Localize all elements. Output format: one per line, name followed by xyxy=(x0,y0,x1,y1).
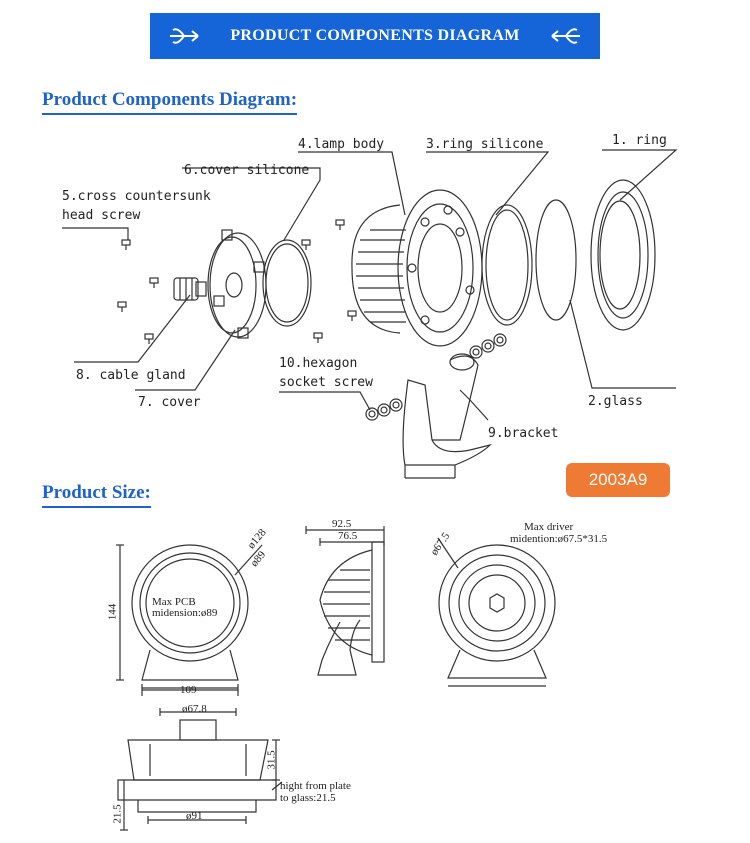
cover-silicone xyxy=(262,239,312,327)
components-section-title: Product Components Diagram: xyxy=(42,89,298,115)
header-banner: PRODUCT COMPONENTS DIAGRAM xyxy=(150,13,600,59)
ornament-right-icon xyxy=(551,28,580,44)
dim-side-depth-total: 92.5 xyxy=(332,518,352,530)
dim-back-d-hole: ø67.5 xyxy=(428,530,453,558)
lamp-body xyxy=(351,189,483,347)
dim-front-pcb-2: midension:ø89 xyxy=(152,607,218,619)
dim-back-driver-1: Max driver xyxy=(524,521,574,533)
label-glass: 2.glass xyxy=(588,394,643,409)
cross-screws xyxy=(117,219,357,344)
side-view xyxy=(305,526,385,676)
cable-gland xyxy=(173,277,207,301)
label-lamp-body: 4.lamp body xyxy=(298,137,385,152)
dim-front-height: 144 xyxy=(106,603,119,621)
label-bracket: 9.bracket xyxy=(488,426,559,441)
dim-section-h-body: 31.5 xyxy=(265,750,278,770)
label-cover-silicone: 6.cover silicone xyxy=(184,163,310,178)
label-hexagon-1: 10.hexagon xyxy=(279,356,358,371)
dim-section-note-1: hight from plate xyxy=(280,780,351,792)
label-cross-screw-1: 5.cross countersunk xyxy=(62,189,211,204)
label-hexagon-2: socket screw xyxy=(279,375,373,390)
dim-back-driver-2: midention:ø67.5*31.5 xyxy=(510,533,608,545)
label-ring: 1. ring xyxy=(612,133,667,148)
glass xyxy=(535,199,577,321)
dim-section-d-top: ø67.8 xyxy=(182,703,207,715)
bracket xyxy=(402,353,492,479)
hex-socket-screws xyxy=(365,333,507,421)
ornament-left-icon xyxy=(170,28,199,44)
label-cover: 7. cover xyxy=(138,395,201,410)
dim-section-d-bottom: ø91 xyxy=(186,810,203,822)
ring xyxy=(590,179,656,331)
banner-title: PRODUCT COMPONENTS DIAGRAM xyxy=(230,27,520,44)
dim-section-h-base: 21.5 xyxy=(111,804,124,824)
dim-front-d-inner: ø89 xyxy=(248,548,269,570)
model-badge: 2003A9 xyxy=(566,463,670,497)
dim-front-d-outer: ø128 xyxy=(245,526,269,552)
back-view xyxy=(437,537,556,687)
label-cable-gland: 8. cable gland xyxy=(76,368,186,383)
ring-silicone xyxy=(481,204,533,326)
dim-front-base-width: 109 xyxy=(180,684,197,696)
cover xyxy=(207,229,267,339)
dim-side-depth-body: 76.5 xyxy=(338,530,358,542)
dim-section-note-2: to glass:21.5 xyxy=(280,792,336,804)
front-view xyxy=(116,544,263,696)
size-section-title: Product Size: xyxy=(42,482,151,508)
label-cross-screw-2: head screw xyxy=(62,208,141,223)
label-ring-silicone: 3.ring silicone xyxy=(426,137,544,152)
dim-front-pcb-1: Max PCB xyxy=(152,596,196,608)
